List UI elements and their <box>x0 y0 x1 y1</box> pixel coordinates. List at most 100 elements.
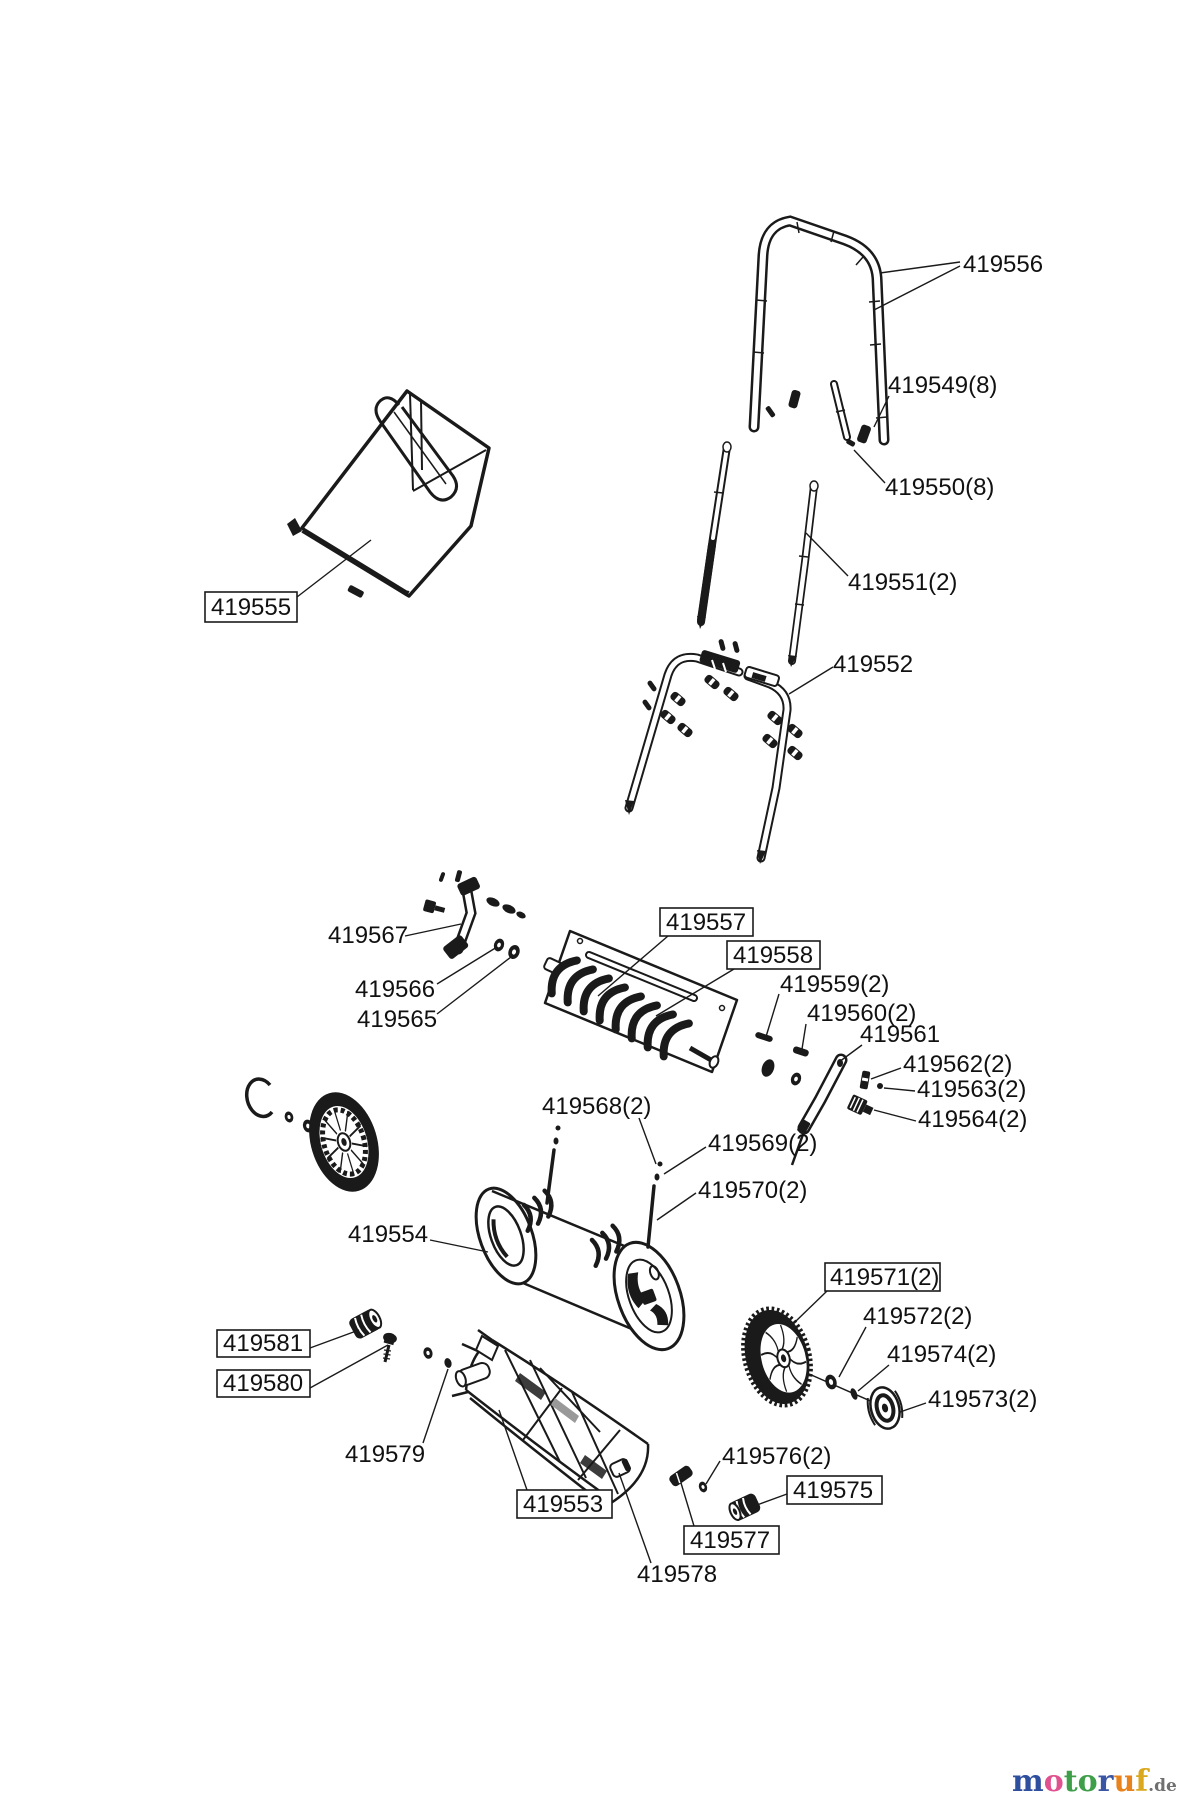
leader-lines <box>296 261 961 1564</box>
boxed-label-419581: 419581 <box>216 1329 311 1358</box>
leader-line <box>883 1087 916 1092</box>
part-label-419567: 419567 <box>328 922 408 949</box>
leader-line <box>801 1023 807 1050</box>
grass-catcher-drawing <box>287 389 491 598</box>
logo-letter: m <box>1012 1764 1044 1799</box>
part-label-419559: 419559(2) <box>780 971 889 998</box>
leader-line <box>618 1472 652 1564</box>
part-label-419551: 419551(2) <box>848 569 957 596</box>
part-label-419575: 419575 <box>793 1477 873 1504</box>
leader-line <box>597 935 669 997</box>
part-label-419571: 419571(2) <box>830 1264 939 1291</box>
leader-line <box>853 449 886 484</box>
leader-line <box>838 1326 867 1378</box>
boxed-label-419575: 419575 <box>786 1475 883 1505</box>
logo-letter: t <box>1064 1764 1078 1799</box>
boxed-label-419558: 419558 <box>726 940 821 970</box>
logo-letter: o <box>1044 1764 1064 1799</box>
part-label-419562: 419562(2) <box>903 1051 1012 1078</box>
part-label-419553: 419553 <box>523 1491 603 1518</box>
part-label-419574: 419574(2) <box>887 1341 996 1368</box>
part-label-419557: 419557 <box>666 909 746 936</box>
leader-line <box>873 395 890 428</box>
leader-line <box>663 1146 707 1175</box>
part-label-419573: 419573(2) <box>928 1386 1037 1413</box>
left-wheel-drawing <box>244 1077 379 1192</box>
leader-line <box>899 1402 927 1413</box>
bottom-hardware-drawing <box>669 1465 761 1522</box>
boxed-label-419580: 419580 <box>216 1369 311 1398</box>
boxed-label-419571: 419571(2) <box>824 1262 941 1292</box>
part-label-419558: 419558 <box>733 942 813 969</box>
part-label-419556: 419556 <box>963 251 1043 278</box>
motoruf-logo[interactable]: motoruf.de <box>1012 1764 1177 1799</box>
leader-line <box>873 265 961 311</box>
right-wheel-drawing <box>741 1306 904 1430</box>
part-label-419560: 419560(2) <box>807 1000 916 1027</box>
boxed-label-419577: 419577 <box>683 1525 780 1555</box>
leader-line <box>870 1067 902 1080</box>
part-label-419568: 419568(2) <box>542 1093 651 1120</box>
leader-line <box>873 1109 917 1122</box>
part-label-419579: 419579 <box>345 1441 425 1468</box>
leader-line <box>436 956 512 1015</box>
left-roller-drawing <box>349 1308 452 1368</box>
leader-line <box>680 1482 695 1527</box>
handle-rods-drawing <box>697 441 819 667</box>
leader-line <box>296 539 372 598</box>
lower-frame-drawing <box>624 638 805 864</box>
boxed-label-419557: 419557 <box>659 907 754 937</box>
part-drawings <box>244 215 904 1522</box>
part-label-419549: 419549(8) <box>888 372 997 399</box>
logo-tld: .de <box>1148 1776 1177 1796</box>
boxed-label-419555: 419555 <box>204 591 298 623</box>
leader-line <box>404 923 462 937</box>
part-label-419572: 419572(2) <box>863 1303 972 1330</box>
part-label-419580: 419580 <box>223 1370 303 1397</box>
part-label-419570: 419570(2) <box>698 1177 807 1204</box>
upper-handle-drawing <box>748 215 890 446</box>
logo-letter: f <box>1135 1764 1150 1799</box>
part-labels: 419556 419549(8) 419550(8) 419551(2) 419… <box>204 251 1043 1588</box>
leader-line <box>638 1117 657 1165</box>
boxed-label-419553: 419553 <box>516 1489 613 1519</box>
leader-line <box>436 946 498 985</box>
leader-line <box>795 1290 828 1322</box>
part-label-419577: 419577 <box>690 1527 770 1554</box>
svg-text:motoruf.de: motoruf.de <box>1012 1764 1177 1799</box>
leader-line <box>498 1409 528 1491</box>
logo-letter: r <box>1098 1764 1115 1799</box>
leader-line <box>309 1344 389 1389</box>
leader-line <box>422 1368 449 1444</box>
side-bracket-drawing <box>790 1053 883 1166</box>
part-label-419569: 419569(2) <box>708 1130 817 1157</box>
leader-line <box>788 666 834 695</box>
leader-line <box>756 1493 788 1506</box>
part-label-419576: 419576(2) <box>722 1443 831 1470</box>
part-label-419581: 419581 <box>223 1330 303 1357</box>
leader-line <box>838 1044 863 1063</box>
logo-letter: o <box>1078 1764 1098 1799</box>
chassis-drawing <box>451 1328 650 1508</box>
part-label-419565: 419565 <box>357 1006 437 1033</box>
reel-plate-drawing <box>543 929 739 1074</box>
leader-line <box>764 993 780 1041</box>
part-label-419555: 419555 <box>211 594 291 621</box>
leader-line <box>705 1460 721 1485</box>
axle-hardware-drawing <box>755 1032 809 1087</box>
leader-line <box>655 968 735 1017</box>
handle-hardware-drawing <box>765 380 871 447</box>
part-label-419566: 419566 <box>355 976 435 1003</box>
height-bracket-drawing <box>423 870 526 961</box>
part-label-419561: 419561 <box>860 1021 940 1048</box>
leader-line <box>805 532 849 577</box>
part-label-419550: 419550(8) <box>885 474 994 501</box>
logo-letter: u <box>1113 1764 1135 1799</box>
part-label-419552: 419552 <box>833 651 913 678</box>
leader-line <box>879 261 961 274</box>
leader-line <box>309 1329 360 1349</box>
drum-drawing <box>474 1125 686 1352</box>
part-label-419554: 419554 <box>348 1221 428 1248</box>
part-label-419564: 419564(2) <box>918 1106 1027 1133</box>
